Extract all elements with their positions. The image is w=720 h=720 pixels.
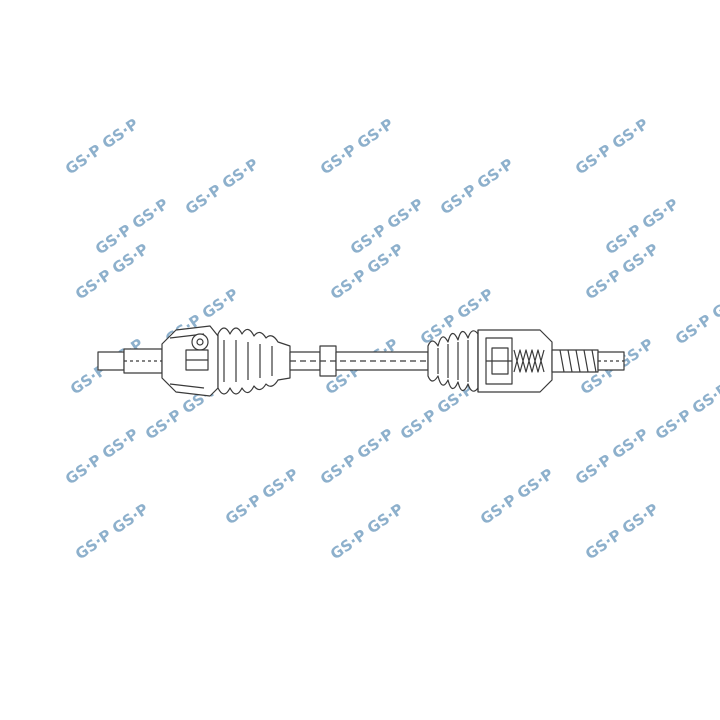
- watermark-logo: GS·P GS·P: [222, 465, 302, 528]
- watermark-logo: GS·P GS·P: [572, 425, 652, 488]
- left-stub-shaft: [97, 348, 163, 374]
- watermark-logo: GS·P GS·P: [317, 115, 397, 178]
- watermark-logo: GS·P GS·P: [327, 500, 407, 563]
- inner-boot: [427, 330, 479, 392]
- inner-tripod-joint: [477, 329, 553, 393]
- drive-shaft: [97, 325, 625, 397]
- watermark-logo: GS·P GS·P: [317, 425, 397, 488]
- watermark-logo: GS·P GS·P: [582, 500, 662, 563]
- watermark-logo: GS·P GS·P: [72, 500, 152, 563]
- outer-cv-joint: [161, 325, 219, 397]
- watermark-logo: GS·P GS·P: [672, 285, 720, 348]
- watermark-logo: GS·P GS·P: [62, 115, 142, 178]
- spring: [513, 349, 545, 373]
- watermark-logo: GS·P GS·P: [62, 425, 142, 488]
- splined-output-shaft: [551, 349, 625, 373]
- watermark-logo: GS·P GS·P: [437, 155, 517, 218]
- watermark-logo: GS·P GS·P: [572, 115, 652, 178]
- watermark-logo: GS·P GS·P: [477, 465, 557, 528]
- main-shaft: [289, 345, 429, 377]
- watermark-logo: GS·P GS·P: [182, 155, 262, 218]
- outer-boot: [217, 327, 291, 395]
- watermark-logo: GS·P GS·P: [652, 380, 720, 443]
